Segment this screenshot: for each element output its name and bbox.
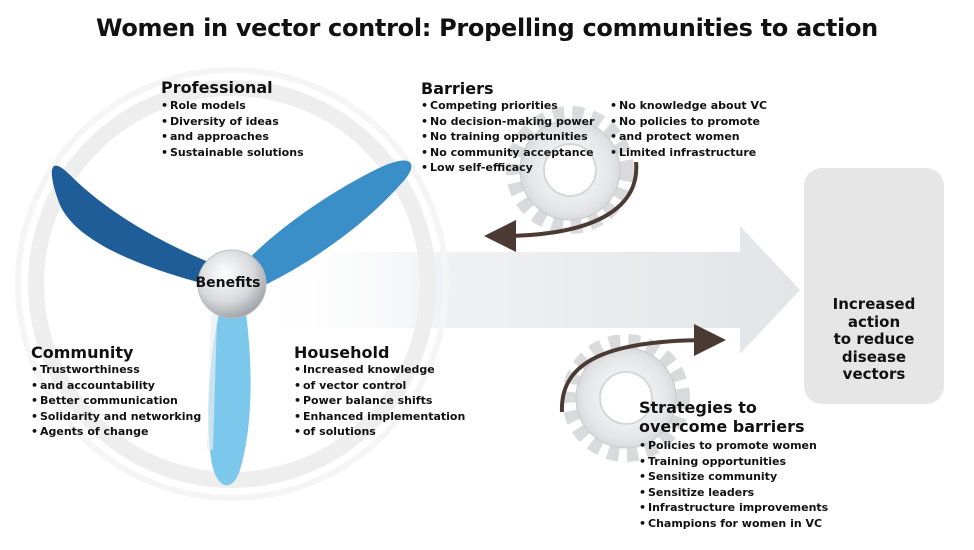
list-item: Infrastructure improvements [639, 500, 828, 516]
barriers-heading: Barriers [421, 79, 494, 98]
household-heading: Household [294, 343, 390, 362]
list-item: Role models [161, 98, 304, 114]
strategy-curve-arrow [559, 324, 726, 413]
list-item: Champions for women in VC [639, 516, 828, 532]
list-item: Trustworthiness [31, 362, 201, 378]
community-heading: Community [31, 343, 134, 362]
list-item: Sensitize leaders [639, 485, 828, 501]
barrier-curve-arrow [484, 161, 639, 252]
professional-list: Role models Diversity of ideas and appro… [161, 98, 304, 160]
strategies-list: Policies to promote women Training oppor… [639, 438, 828, 531]
list-item: No community acceptance [421, 145, 594, 161]
list-item: Enhanced implementation [294, 409, 465, 425]
list-item-continuation: and approaches [161, 129, 304, 145]
blade-light [208, 300, 251, 486]
list-item: Better communication [31, 393, 201, 409]
blade-mid [240, 160, 412, 292]
page-title: Women in vector control: Propelling comm… [96, 14, 878, 42]
list-item: Sustainable solutions [161, 145, 304, 161]
list-item: Training opportunities [639, 454, 828, 470]
gear-icon-bottom [562, 334, 690, 462]
list-item-continuation: and protect women [610, 129, 767, 145]
list-item: Sensitize community [639, 469, 828, 485]
list-item: No decision-making power [421, 114, 594, 130]
community-list: Trustworthiness and accountability Bette… [31, 362, 201, 440]
list-item: Limited infrastructure [610, 145, 767, 161]
household-list: Increased knowledge of vector control Po… [294, 362, 465, 440]
list-item: Competing priorities [421, 98, 594, 114]
list-item: Increased knowledge [294, 362, 465, 378]
list-item: Agents of change [31, 424, 201, 440]
propeller-hub [197, 249, 267, 319]
barriers-list-right: No knowledge about VC No policies to pro… [610, 98, 767, 160]
big-progress-arrow [250, 226, 800, 354]
list-item-continuation: and accountability [31, 378, 201, 394]
list-item: No training opportunities [421, 129, 594, 145]
result-label: Increased action to reduce disease vecto… [832, 295, 916, 383]
list-item: No knowledge about VC [610, 98, 767, 114]
list-item: Diversity of ideas [161, 114, 304, 130]
result-box: Increased action to reduce disease vecto… [804, 168, 944, 404]
list-item: Solidarity and networking [31, 409, 201, 425]
list-item-continuation: of vector control [294, 378, 465, 394]
propeller-icon [51, 160, 412, 486]
list-item: Low self-efficacy [421, 160, 594, 176]
list-item: Policies to promote women [639, 438, 828, 454]
barriers-list-left: Competing priorities No decision-making … [421, 98, 594, 176]
professional-heading: Professional [161, 78, 273, 97]
blade-dark [51, 165, 228, 288]
benefits-label: Benefits [195, 275, 261, 291]
list-item: No policies to promote [610, 114, 767, 130]
list-item-continuation: of solutions [294, 424, 465, 440]
list-item: Power balance shifts [294, 393, 465, 409]
strategies-heading: Strategies to overcome barriers [639, 398, 805, 436]
